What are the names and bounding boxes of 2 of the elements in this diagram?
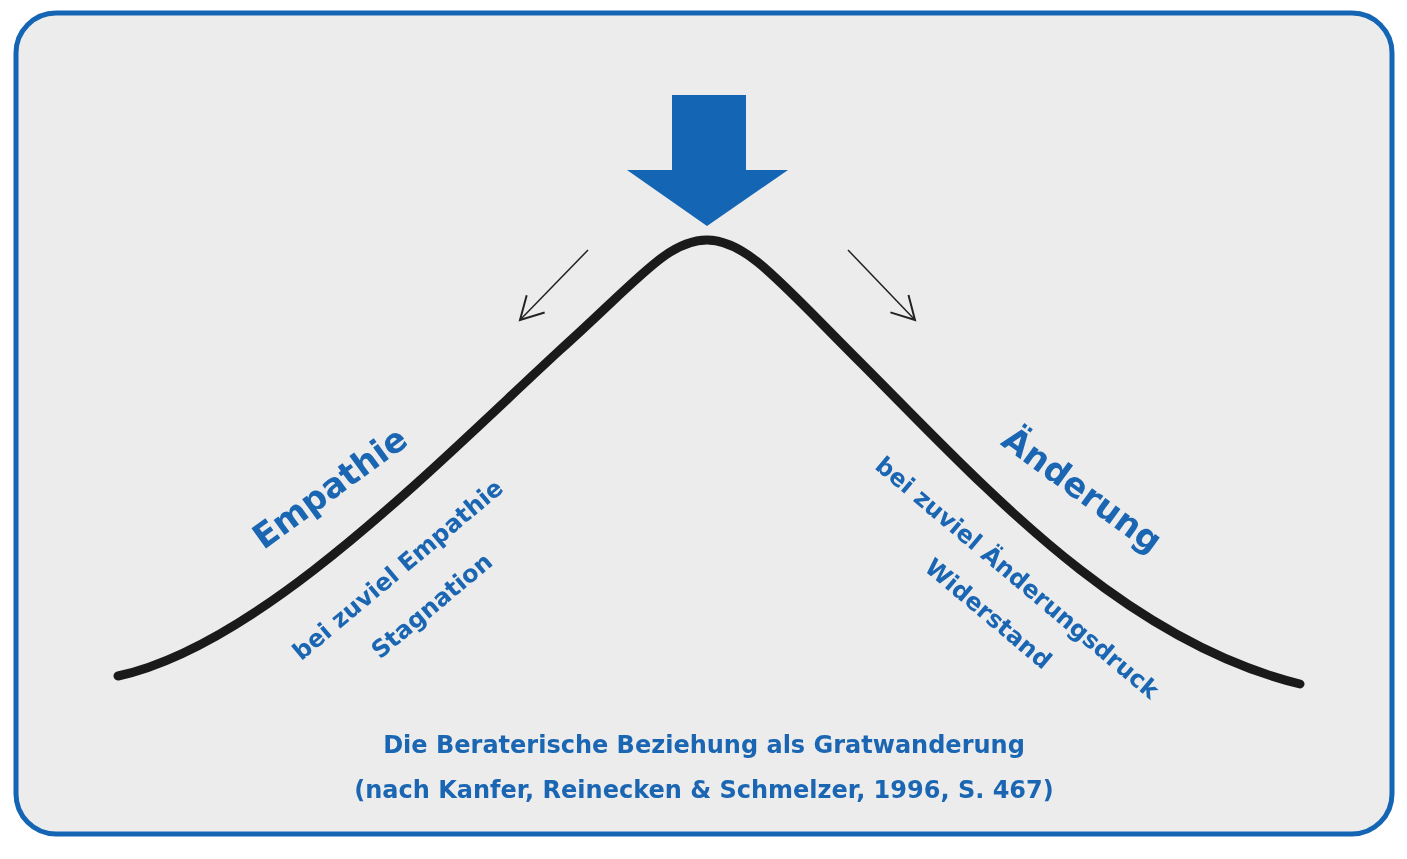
caption-text: Die Beraterische Beziehung als Gratwanderung <box>383 731 1025 759</box>
source-text: (nach Kanfer, Reinecken & Schmelzer, 1996, S. 467) <box>354 776 1054 804</box>
